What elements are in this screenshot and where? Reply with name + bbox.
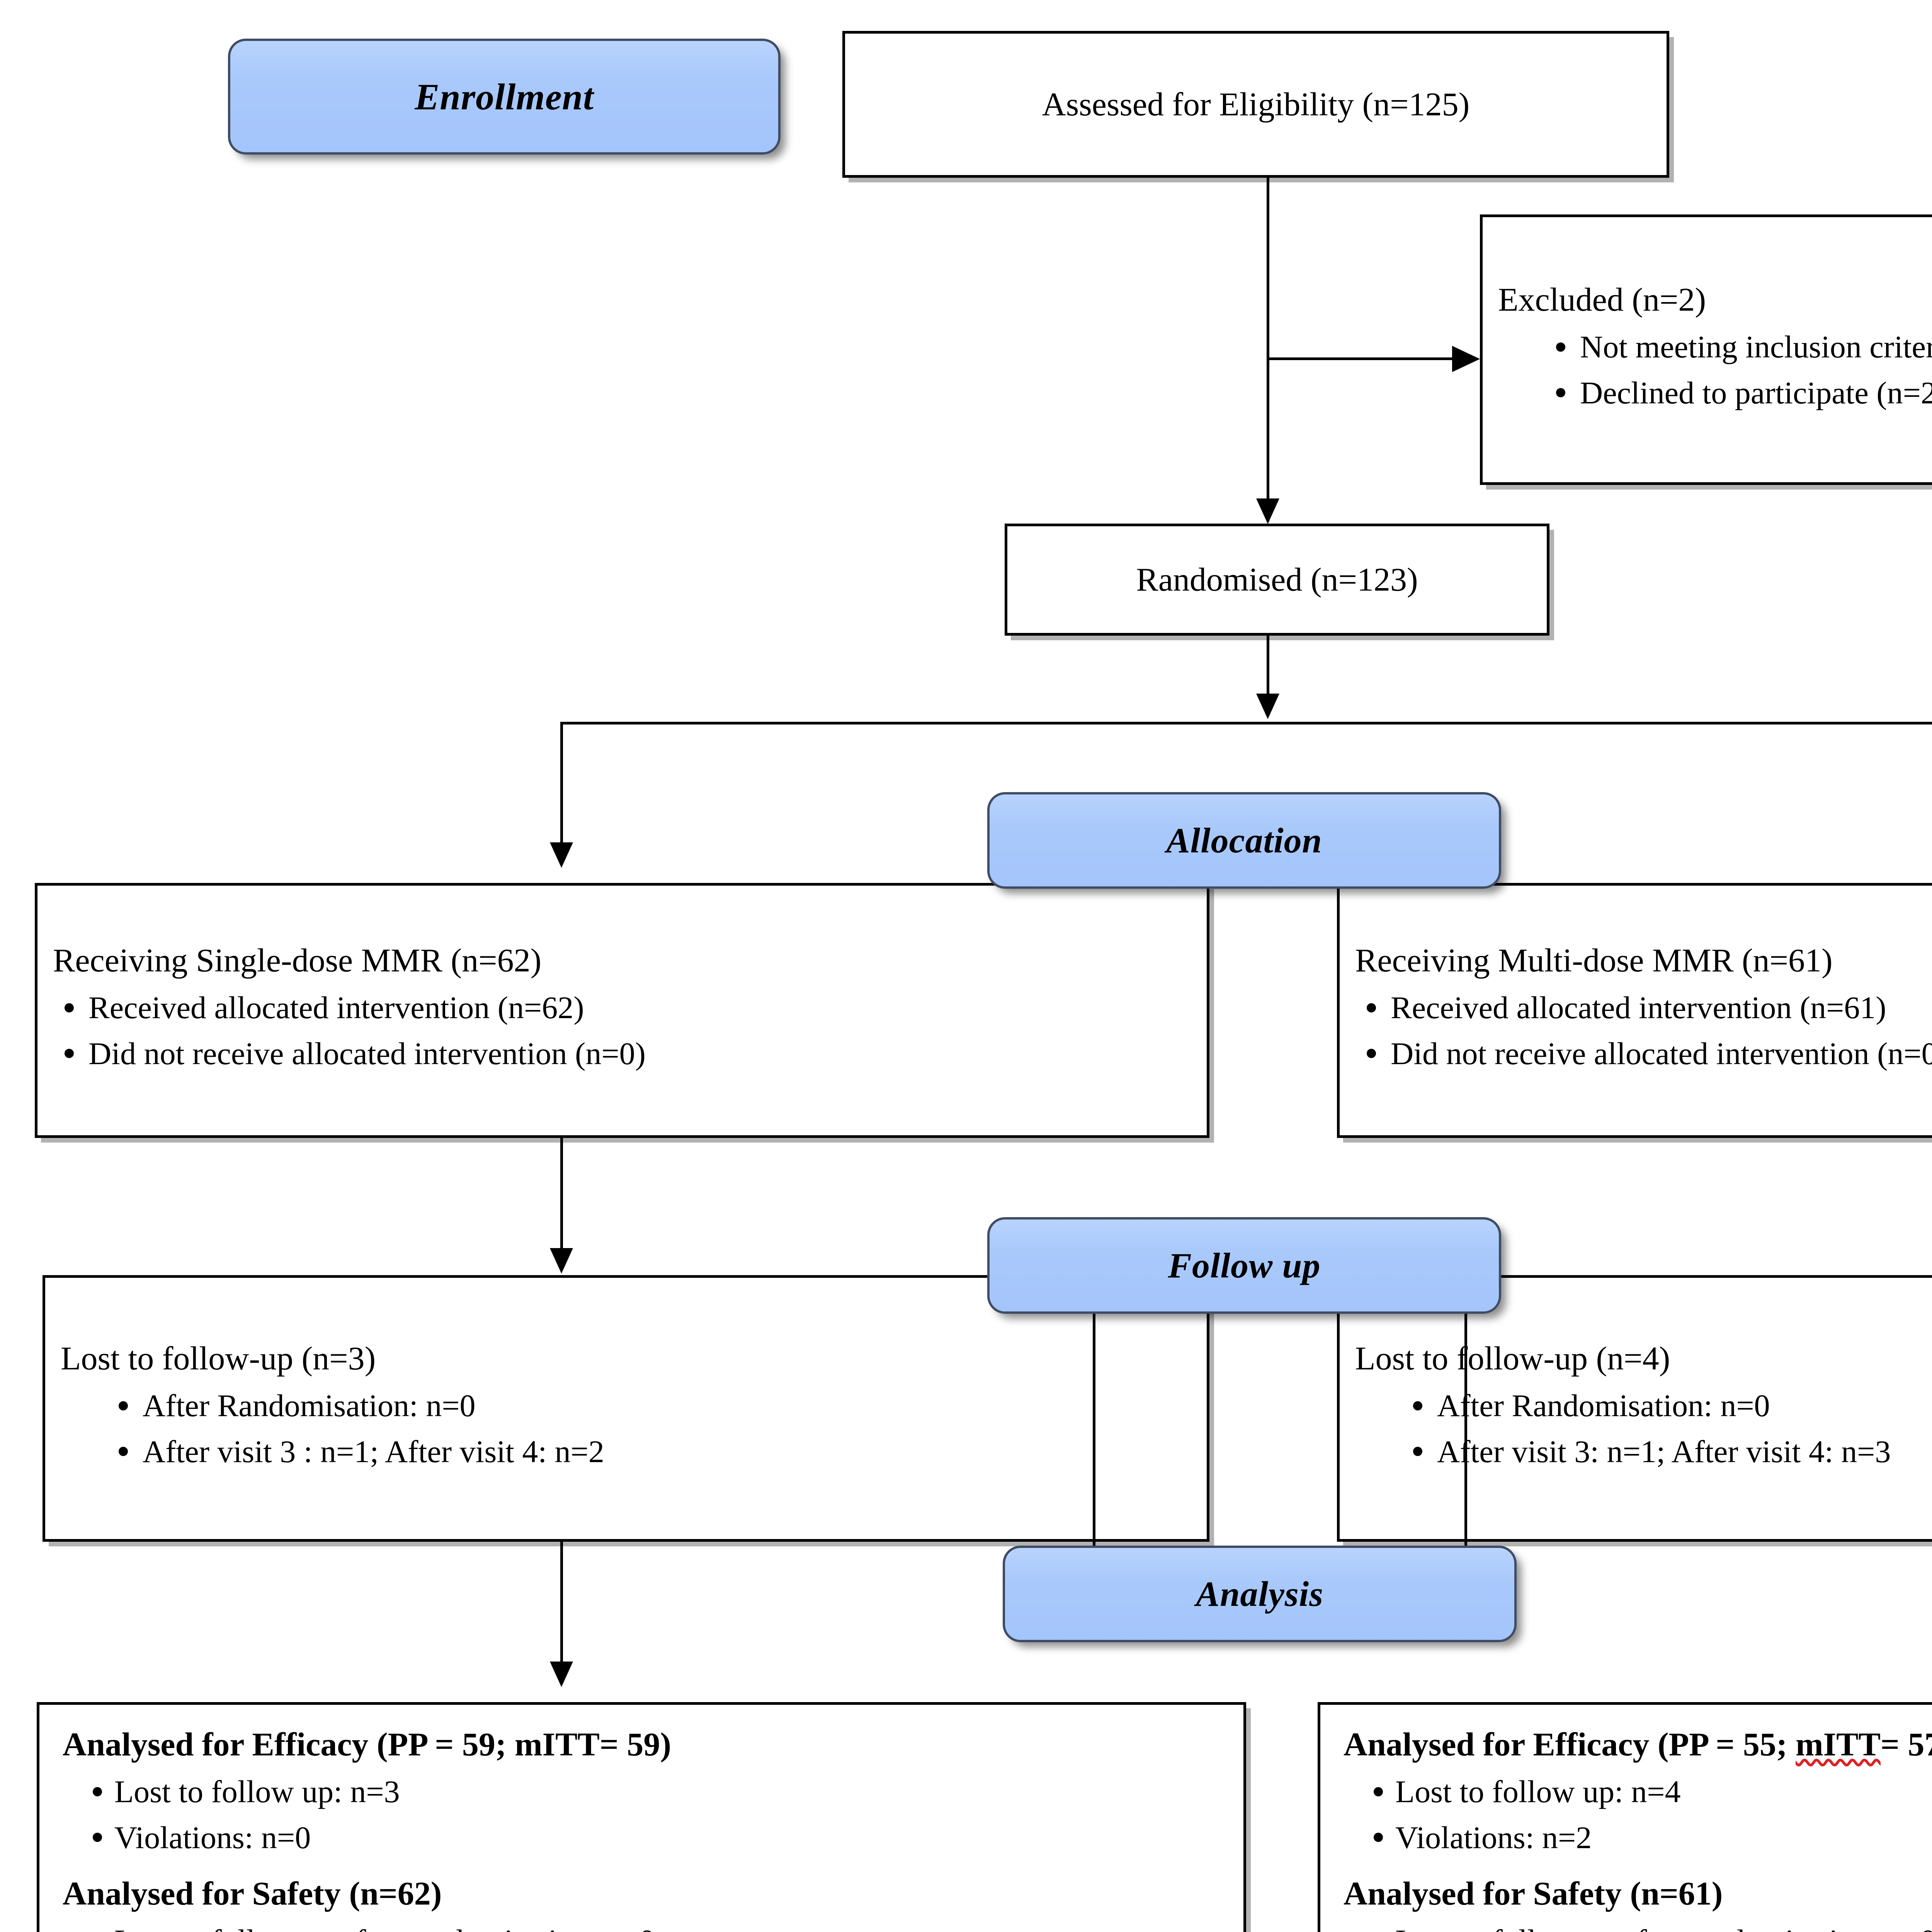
connector-followup-badge-left-tie bbox=[1093, 1306, 1095, 1577]
list-item: Received allocated intervention (n=61) bbox=[1355, 989, 1932, 1027]
connector-eligibility-spine bbox=[1267, 178, 1269, 522]
arrow-to-excluded bbox=[1452, 346, 1480, 372]
list-item: Received allocated intervention (n=62) bbox=[53, 989, 1191, 1027]
list-item: Lost to follow up: n=3 bbox=[86, 1772, 1228, 1811]
randomised-box: Randomised (n=123) bbox=[1005, 524, 1549, 636]
excluded-box: Excluded (n=2) Not meeting inclusion cri… bbox=[1480, 214, 1932, 485]
analysis-right-safety-list: Lost to follow up after randomisation: n… bbox=[1367, 1922, 1932, 1932]
connector-randomised-spine bbox=[1267, 636, 1269, 697]
assessed-for-eligibility-box: Assessed for Eligibility (n=125) bbox=[842, 31, 1669, 178]
stage-badge-enrollment-label: Enrollment bbox=[415, 76, 594, 117]
connector-analysis-left-drop bbox=[560, 1542, 563, 1681]
analysis-right-box: Analysed for Efficacy (PP = 55; mITT= 57… bbox=[1318, 1702, 1932, 1932]
stage-badge-followup-label: Follow up bbox=[1168, 1246, 1321, 1285]
list-item: After visit 3 : n=1; After visit 4: n=2 bbox=[107, 1432, 1191, 1471]
arrow-randomised-split bbox=[1256, 694, 1279, 719]
excluded-title: Excluded (n=2) bbox=[1498, 281, 1706, 318]
list-item: Lost to follow up: n=4 bbox=[1367, 1772, 1932, 1811]
followup-left-list: After Randomisation: n=0 After visit 3 :… bbox=[107, 1387, 1191, 1471]
followup-right-list: After Randomisation: n=0 After visit 3: … bbox=[1401, 1387, 1932, 1471]
analysis-left-safety-list: Lost to follow up after randomisation: n… bbox=[86, 1922, 1228, 1932]
stage-badge-allocation: Allocation bbox=[987, 792, 1501, 889]
stage-badge-allocation-label: Allocation bbox=[1166, 821, 1322, 860]
arrow-analysis-left bbox=[550, 1662, 573, 1687]
analysis-left-box: Analysed for Efficacy (PP = 59; mITT= 59… bbox=[37, 1702, 1246, 1932]
allocation-left-list: Received allocated intervention (n=62) D… bbox=[53, 989, 1191, 1073]
list-item: After visit 3: n=1; After visit 4: n=3 bbox=[1401, 1432, 1932, 1471]
list-item: Declined to participate (n=2) bbox=[1544, 374, 1932, 412]
list-item: Lost to follow up after randomisation: n… bbox=[86, 1922, 1228, 1932]
analysis-left-efficacy-list: Lost to follow up: n=3 Violations: n=0 bbox=[86, 1772, 1228, 1857]
analysis-right-efficacy-list: Lost to follow up: n=4 Violations: n=2 bbox=[1367, 1772, 1932, 1857]
list-item: Violations: n=2 bbox=[1367, 1818, 1932, 1857]
stage-badge-followup: Follow up bbox=[987, 1217, 1501, 1314]
analysis-right-efficacy-title-part-a: Analysed for Efficacy (PP = 55; bbox=[1344, 1726, 1796, 1763]
arrow-to-randomised bbox=[1256, 498, 1279, 524]
list-item: After Randomisation: n=0 bbox=[1401, 1387, 1932, 1425]
connector-followup-badge-right-tie bbox=[1464, 1306, 1467, 1577]
arrow-followup-left bbox=[550, 1248, 573, 1274]
list-item: Did not receive allocated intervention (… bbox=[1355, 1034, 1932, 1073]
followup-left-title: Lost to follow-up (n=3) bbox=[61, 1340, 376, 1377]
list-item: After Randomisation: n=0 bbox=[107, 1387, 1191, 1425]
list-item: Violations: n=0 bbox=[86, 1818, 1228, 1857]
analysis-right-efficacy-title: Analysed for Efficacy (PP = 55; mITT= 57… bbox=[1344, 1725, 1932, 1764]
allocation-right-list: Received allocated intervention (n=61) D… bbox=[1355, 989, 1932, 1073]
connector-allocation-left-drop bbox=[560, 722, 563, 865]
connector-allocation-split bbox=[560, 722, 1932, 724]
excluded-reason-list: Not meeting inclusion criteria (n=00) De… bbox=[1544, 328, 1932, 412]
randomised-label: Randomised (n=123) bbox=[1136, 561, 1418, 598]
allocation-left-box: Receiving Single-dose MMR (n=62) Receive… bbox=[35, 883, 1209, 1138]
followup-right-box: Lost to follow-up (n=4) After Randomisat… bbox=[1337, 1275, 1932, 1542]
followup-right-title: Lost to follow-up (n=4) bbox=[1355, 1340, 1670, 1377]
analysis-right-efficacy-misspelled-term: mITT bbox=[1796, 1726, 1881, 1763]
stage-badge-analysis-label: Analysis bbox=[1196, 1574, 1324, 1614]
list-item: Lost to follow up after randomisation: n… bbox=[1367, 1922, 1932, 1932]
connector-to-excluded bbox=[1267, 357, 1453, 360]
analysis-right-safety-title: Analysed for Safety (n=61) bbox=[1344, 1874, 1723, 1912]
allocation-right-title: Receiving Multi-dose MMR (n=61) bbox=[1355, 942, 1833, 979]
allocation-left-title: Receiving Single-dose MMR (n=62) bbox=[53, 942, 542, 979]
analysis-left-efficacy-title: Analysed for Efficacy (PP = 59; mITT= 59… bbox=[63, 1726, 672, 1763]
assessed-for-eligibility-label: Assessed for Eligibility (n=125) bbox=[1042, 85, 1470, 123]
followup-left-box: Lost to follow-up (n=3) After Randomisat… bbox=[43, 1275, 1209, 1542]
stage-badge-enrollment: Enrollment bbox=[228, 39, 781, 155]
analysis-left-safety-title: Analysed for Safety (n=62) bbox=[63, 1874, 442, 1912]
list-item: Did not receive allocated intervention (… bbox=[53, 1034, 1191, 1073]
allocation-right-box: Receiving Multi-dose MMR (n=61) Received… bbox=[1337, 883, 1932, 1138]
analysis-right-efficacy-title-part-b: = 57) bbox=[1880, 1726, 1932, 1763]
arrow-allocation-left bbox=[550, 842, 573, 868]
list-item: Not meeting inclusion criteria (n=00) bbox=[1544, 328, 1932, 367]
connector-followup-left-drop bbox=[560, 1138, 563, 1265]
stage-badge-analysis: Analysis bbox=[1003, 1546, 1517, 1642]
